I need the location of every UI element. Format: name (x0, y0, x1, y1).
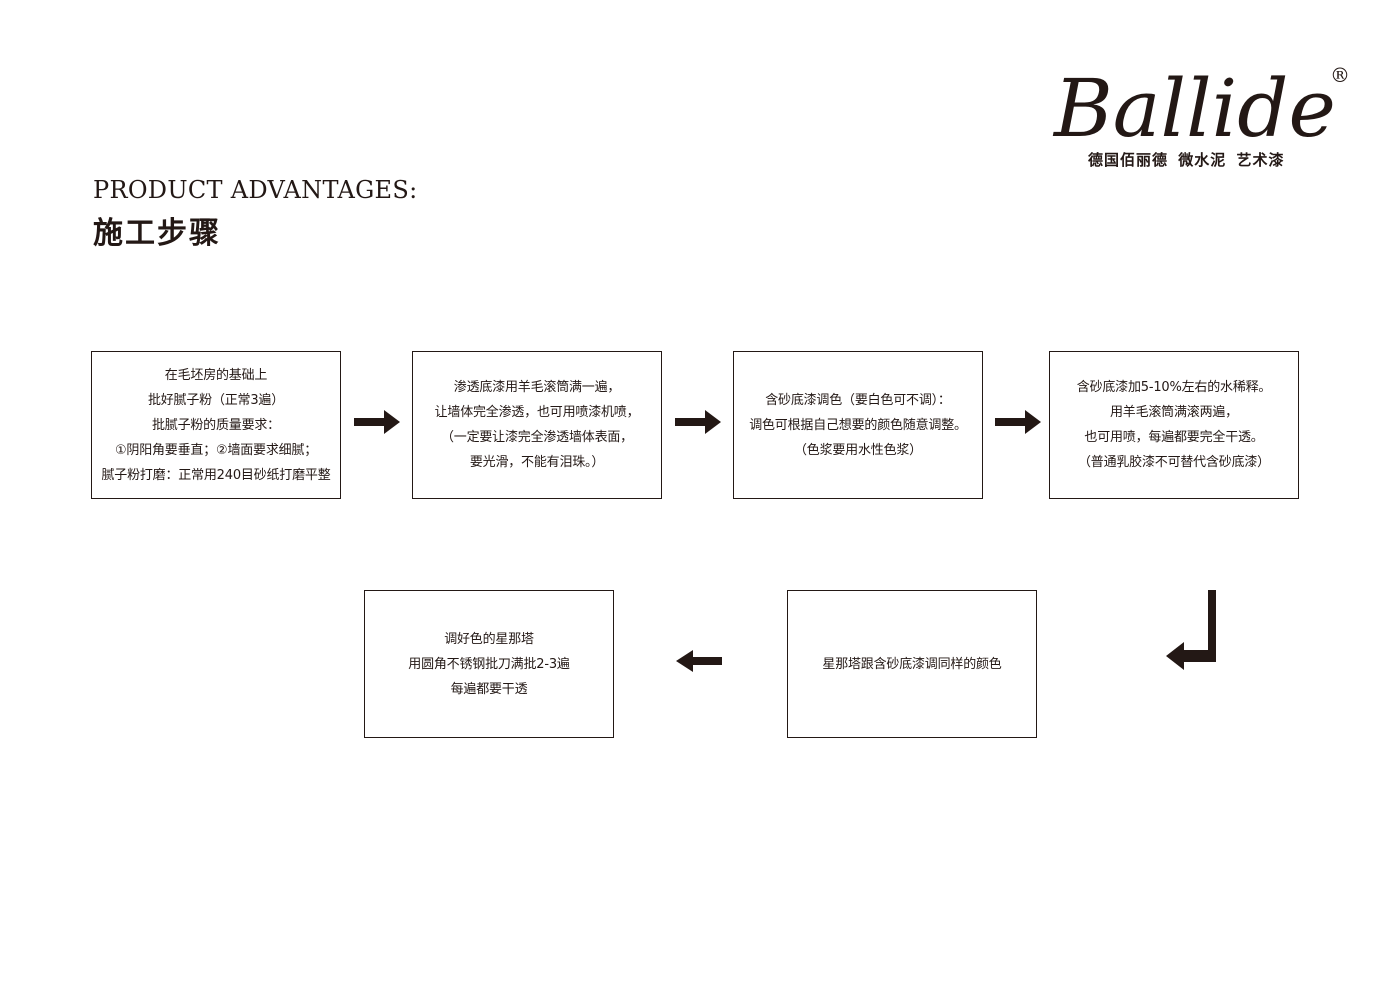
step-box-3: 含砂底漆调色（要白色可不调）： 调色可根据自己想要的颜色随意调整。 （色浆要用水… (733, 351, 983, 499)
step-line: 调色可根据自己想要的颜色随意调整。 (749, 417, 967, 433)
step-line: 批腻子粉的质量要求： (151, 417, 280, 433)
step-line: 也可用喷，每遍都要完全干透。 (1084, 430, 1264, 445)
arrow-right-icon (995, 410, 1041, 434)
ballide-logo: Ballide ® (1052, 62, 1348, 150)
step-box-5: 星那塔跟含砂底漆调同样的颜色 (787, 590, 1037, 738)
step-line: 腻子粉打磨：正常用240目砂纸打磨平整 (101, 467, 331, 483)
heading-chinese: 施工步骤 (93, 216, 221, 251)
brand-tagline: 德国佰丽德 微水泥 艺术漆 (1088, 151, 1285, 169)
step-line: （一定要让漆完全渗透墙体表面， (440, 430, 633, 445)
step-line: 用圆角不锈钢批刀满批2-3遍 (408, 656, 570, 672)
logo-wordmark: Ballide (1052, 62, 1336, 150)
heading-english: PRODUCT ADVANTAGES: (93, 176, 418, 204)
step-line: 用羊毛滚筒满滚两遍， (1109, 405, 1238, 420)
arrow-left-icon (676, 650, 722, 672)
step-line: 含砂底漆调色（要白色可不调）： (765, 392, 951, 408)
step-line: 要光滑，不能有泪珠。） (469, 455, 605, 470)
step-box-6: 调好色的星那塔 用圆角不锈钢批刀满批2-3遍 每遍都要干透 (364, 590, 614, 738)
brand-block: Ballide ® 德国佰丽德 微水泥 艺术漆 (1040, 58, 1360, 173)
step-line: 批好腻子粉（正常3遍） (147, 392, 285, 408)
arrow-right-icon (354, 410, 400, 434)
step-line: 在毛坯房的基础上 (164, 367, 268, 383)
arrow-right-icon (675, 410, 721, 434)
arrow-down-left-icon (1166, 590, 1218, 670)
step-box-4: 含砂底漆加5-10%左右的水稀释。 用羊毛滚筒满滚两遍， 也可用喷，每遍都要完全… (1049, 351, 1299, 499)
step-line: 含砂底漆加5-10%左右的水稀释。 (1076, 380, 1272, 395)
step-line: （色浆要用水性色浆） (793, 442, 922, 458)
step-line: （普通乳胶漆不可替代含砂底漆） (1077, 455, 1270, 470)
step-line: 每遍都要干透 (450, 681, 528, 697)
step-line: 让墙体完全渗透，也可用喷漆机喷， (434, 405, 640, 420)
step-box-1: 在毛坯房的基础上 批好腻子粉（正常3遍） 批腻子粉的质量要求： ①阴阳角要垂直；… (91, 351, 341, 499)
step-line: ①阴阳角要垂直；②墙面要求细腻； (114, 442, 318, 458)
registered-mark: ® (1330, 63, 1348, 87)
step-line: 调好色的星那塔 (444, 631, 534, 647)
step-line: 渗透底漆用羊毛滚筒满一遍， (453, 380, 621, 395)
step-line: 星那塔跟含砂底漆调同样的颜色 (822, 656, 1002, 672)
step-box-2: 渗透底漆用羊毛滚筒满一遍， 让墙体完全渗透，也可用喷漆机喷， （一定要让漆完全渗… (412, 351, 662, 499)
